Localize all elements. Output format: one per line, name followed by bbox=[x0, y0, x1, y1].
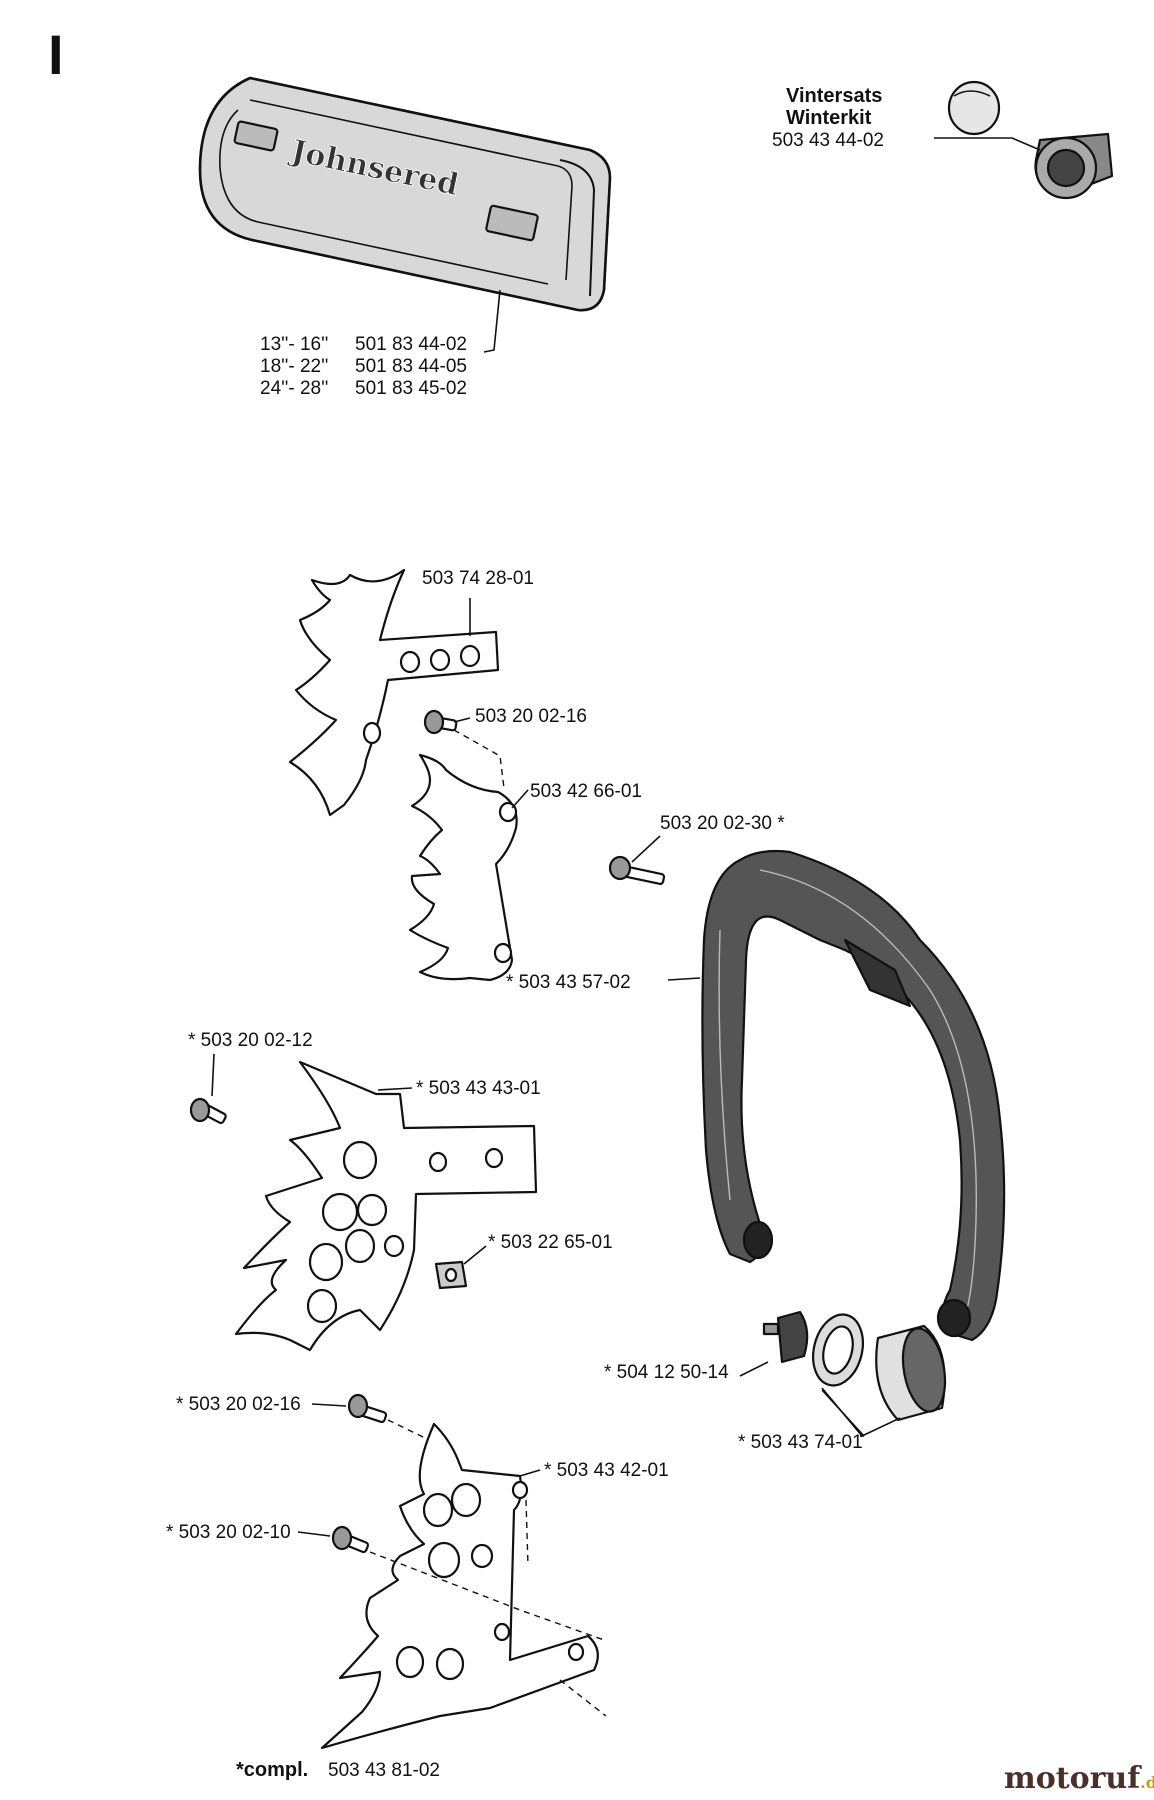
spike-inner-leader bbox=[511, 789, 529, 809]
screw-low-2-label: * 503 20 02-10 bbox=[166, 1522, 291, 1543]
screw-top-illustration bbox=[423, 709, 458, 735]
compl-label: *compl. bbox=[236, 1759, 308, 1781]
spike-low-dash bbox=[525, 1499, 529, 1567]
sleeve-illustration bbox=[875, 1324, 947, 1422]
bar-cover-size-2: 18''- 22'' bbox=[260, 356, 328, 377]
spike-low-illustration bbox=[320, 1422, 599, 1750]
spike-mid-label: * 503 43 43-01 bbox=[416, 1078, 541, 1099]
screw-mid-label: * 503 20 02-12 bbox=[188, 1030, 313, 1051]
damper-label: * 504 12 50-14 bbox=[604, 1362, 729, 1383]
nut-square-label: * 503 22 65-01 bbox=[488, 1232, 613, 1253]
screw-low-2-illustration bbox=[331, 1525, 370, 1554]
nut-square-leader bbox=[463, 1245, 487, 1265]
spike-low-label: * 503 43 42-01 bbox=[544, 1460, 669, 1481]
screw-handle-label: 503 20 02-30 * bbox=[660, 813, 785, 834]
damper-illustration bbox=[762, 1310, 864, 1387]
spike-mid-illustration bbox=[234, 1060, 538, 1352]
winter-kit-title-1: Vintersats bbox=[786, 85, 882, 107]
section-marker: I bbox=[48, 23, 64, 86]
handle-label: * 503 43 57-02 bbox=[506, 972, 631, 993]
screw-mid-leader bbox=[211, 1053, 215, 1097]
screw-low-1-leader bbox=[311, 1403, 347, 1407]
screw-handle-leader bbox=[631, 835, 661, 863]
spike-top-label: 503 74 28-01 bbox=[422, 568, 534, 589]
spike-mid-leader bbox=[377, 1087, 413, 1091]
screw-handle-illustration bbox=[608, 855, 666, 886]
screw-low-2-dash bbox=[369, 1551, 605, 1641]
sleeve-leader-3 bbox=[821, 1387, 901, 1437]
bar-cover-part-1: 501 83 44-02 bbox=[355, 334, 467, 355]
screw-low-2-leader bbox=[297, 1531, 331, 1537]
bar-cover-size-1: 13''- 16'' bbox=[260, 334, 328, 355]
handle-leader bbox=[667, 977, 701, 981]
winter-kit-title-2: Winterkit bbox=[786, 107, 872, 129]
spike-top-illustration bbox=[288, 568, 500, 817]
screw-top-label: 503 20 02-16 bbox=[475, 706, 587, 727]
spike-inner-label: 503 42 66-01 bbox=[530, 781, 642, 802]
watermark-main-text: motoruf bbox=[1004, 1761, 1142, 1796]
bar-cover-part-3: 501 83 45-02 bbox=[355, 378, 467, 399]
bar-cover-part-2: 501 83 44-05 bbox=[355, 356, 467, 377]
spike-inner-illustration bbox=[408, 753, 518, 982]
screw-top-dash bbox=[453, 729, 505, 789]
screw-low-1-illustration bbox=[347, 1393, 388, 1424]
bar-cover-illustration: Johnsered bbox=[198, 76, 612, 312]
screw-top-leader bbox=[453, 717, 471, 723]
winter-kit-insert-illustration bbox=[1034, 132, 1114, 200]
sleeve-label: * 503 43 74-01 bbox=[738, 1432, 863, 1453]
bar-cover-size-3: 24''- 28'' bbox=[260, 378, 328, 399]
bar-cover-leader bbox=[483, 289, 501, 353]
spike-low-leader bbox=[519, 1469, 541, 1477]
winter-kit-plug-illustration bbox=[947, 80, 1001, 136]
winter-kit-leader bbox=[934, 137, 1041, 151]
damper-leader bbox=[739, 1361, 769, 1377]
screw-low-1-label: * 503 20 02-16 bbox=[176, 1394, 301, 1415]
compl-part-no: 503 43 81-02 bbox=[328, 1760, 440, 1781]
screw-mid-illustration bbox=[189, 1097, 227, 1125]
spike-low-dash-2 bbox=[559, 1679, 607, 1717]
watermark-main: motoruf.de bbox=[1004, 1761, 1154, 1796]
handle-illustration bbox=[701, 849, 1006, 1342]
nut-square-illustration bbox=[434, 1260, 468, 1290]
winter-kit-part-no: 503 43 44-02 bbox=[772, 130, 884, 151]
watermark-suffix: .de bbox=[1140, 1773, 1154, 1792]
